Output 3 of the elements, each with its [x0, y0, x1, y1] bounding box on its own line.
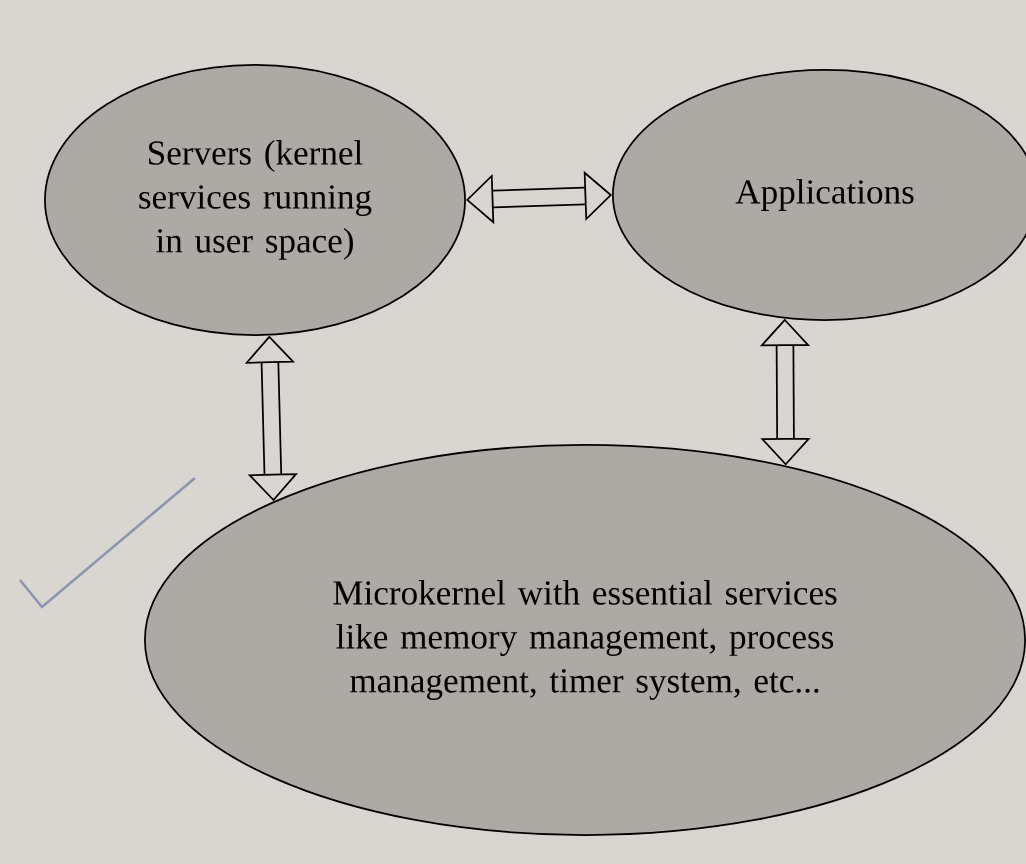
oval: Applications [612, 69, 1026, 321]
oval: Microkernel with essential services like memory management, process management, timer system, etc... [144, 444, 1026, 836]
oval: Servers (kernel services running in user space) [44, 64, 466, 336]
